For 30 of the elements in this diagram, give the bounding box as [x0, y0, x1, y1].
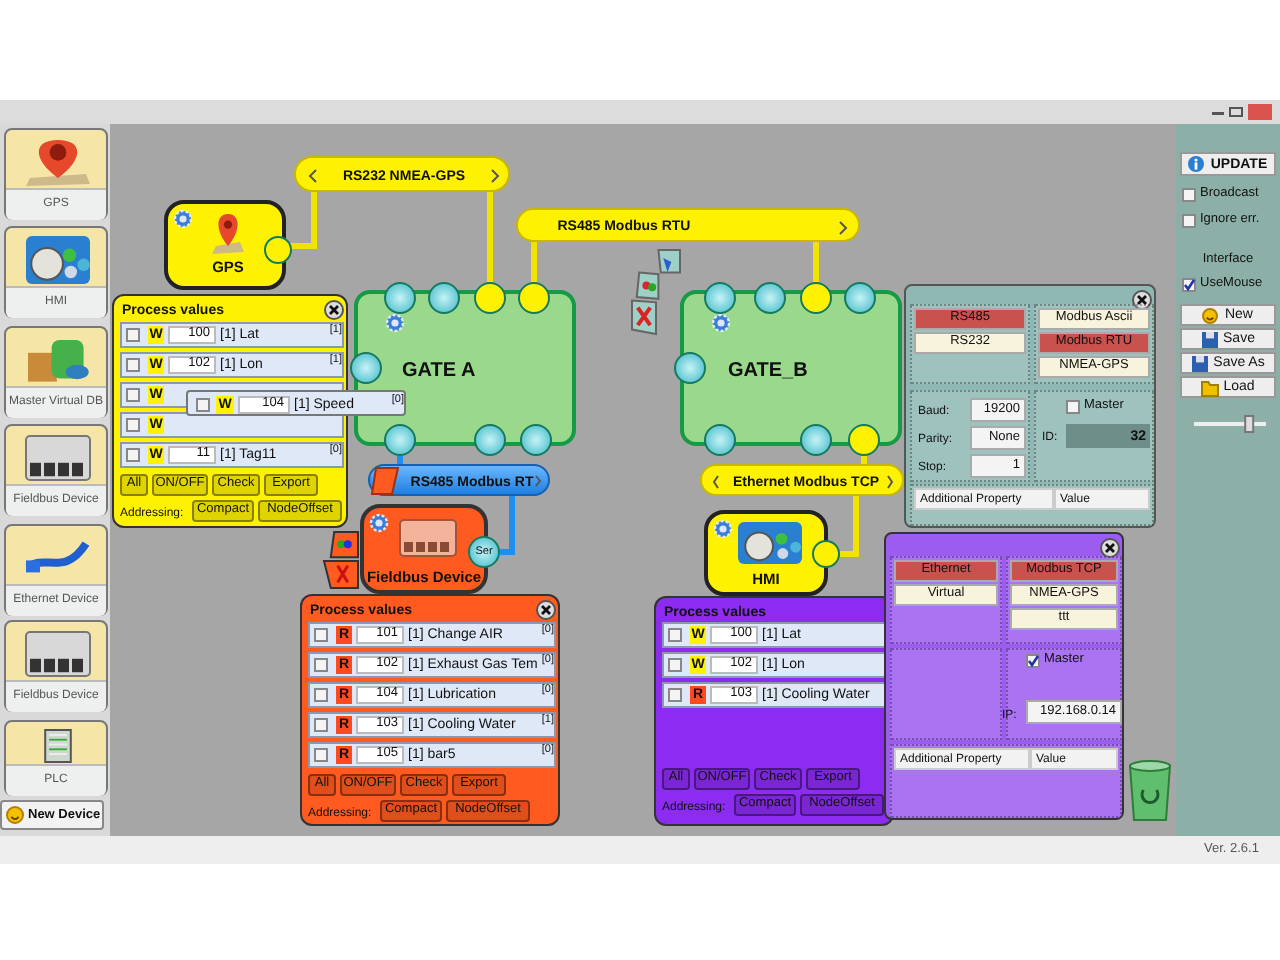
bus-bar — [700, 464, 904, 496]
bus-bar — [368, 464, 550, 496]
connector-line — [861, 456, 867, 464]
connector-line — [487, 192, 493, 282]
dragged-value-row — [186, 390, 406, 416]
connector-line — [813, 242, 819, 282]
connector-line — [288, 192, 317, 249]
connector-line — [397, 456, 403, 464]
device-card — [4, 620, 108, 712]
port-circle — [264, 236, 292, 264]
gateway-label: GATE_B — [728, 358, 810, 384]
device-card — [4, 524, 108, 616]
device-card — [4, 720, 108, 796]
connector-line — [840, 496, 859, 557]
device-card — [4, 326, 108, 418]
bus-bar — [294, 156, 510, 192]
device-box — [704, 510, 828, 596]
device-card — [4, 128, 108, 220]
device-card — [4, 226, 108, 318]
device-box — [164, 200, 286, 290]
settings-panel — [884, 532, 1124, 820]
control-panel — [1176, 124, 1280, 836]
connector-line — [500, 496, 515, 555]
process-values-panel — [300, 594, 560, 826]
connector-line — [531, 242, 537, 282]
bus-bar — [516, 208, 860, 242]
process-values-panel — [654, 596, 894, 826]
settings-panel — [904, 284, 1156, 528]
device-card — [4, 424, 108, 516]
gateway-label: GATE A — [402, 358, 478, 384]
